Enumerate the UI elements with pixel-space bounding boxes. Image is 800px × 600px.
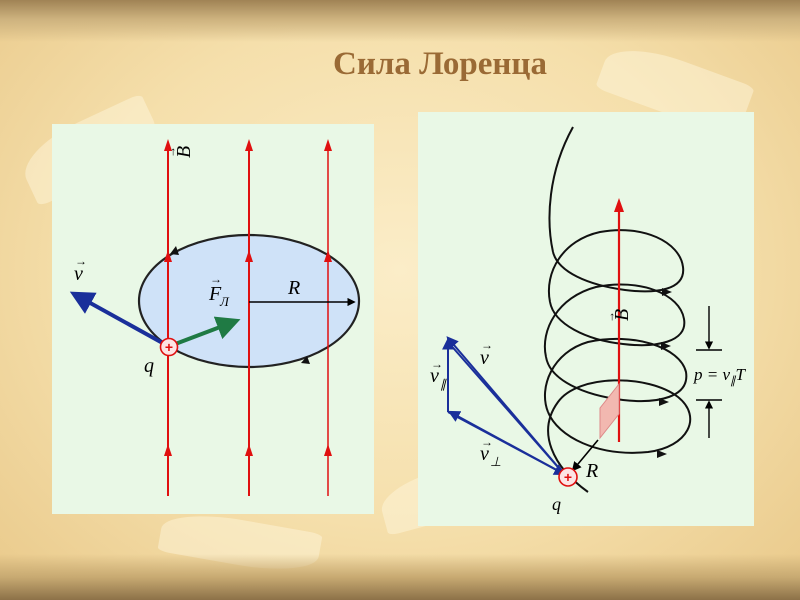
pitch-label: p = v∥T xyxy=(693,365,747,387)
force-label-subscript: Л xyxy=(219,294,230,309)
perpendicular-velocity-subscript: ⊥ xyxy=(490,454,501,469)
field-arrowhead xyxy=(324,139,332,151)
top-band xyxy=(0,0,800,42)
field-arrowhead xyxy=(324,444,332,456)
radius-label: R xyxy=(585,460,598,482)
velocity-label: v xyxy=(74,263,83,285)
lorentz-force-vector xyxy=(169,316,241,348)
vector-arrow-mark: → xyxy=(164,146,178,158)
helical-motion-svg: B → R v → v ∥ → v ⊥ → p = v∥T + q xyxy=(430,126,747,514)
perpendicular-velocity-label: v xyxy=(480,443,489,465)
vector-arrow-mark: → xyxy=(431,357,443,371)
radius-arrow xyxy=(571,439,599,472)
field-label: B xyxy=(611,309,633,321)
field-arrowhead xyxy=(245,139,253,151)
charge-label: q xyxy=(552,494,561,514)
field-arrowhead xyxy=(614,198,624,212)
vector-arrow-mark: → xyxy=(210,272,222,286)
orbit-direction-arrow xyxy=(301,356,310,364)
helix-direction-arrow xyxy=(662,288,672,296)
helix-direction-arrow xyxy=(661,342,671,350)
bottom-band xyxy=(0,554,800,600)
circular-motion-svg: R v → F Л → B → + q xyxy=(69,139,361,496)
vector-arrow-mark: → xyxy=(481,435,493,449)
orbit-direction-arrow xyxy=(170,246,179,255)
vector-arrow-mark: → xyxy=(75,254,87,268)
field-arrowhead xyxy=(245,250,253,262)
force-label: F xyxy=(208,283,222,305)
circular-motion-diagram: R v → F Л → B → + q xyxy=(52,124,374,514)
perpendicular-velocity-vector xyxy=(447,410,565,475)
helix-direction-arrow xyxy=(659,398,669,406)
slide-title: Сила Лоренца xyxy=(333,46,547,82)
velocity-label: v xyxy=(480,347,489,369)
field-arrowhead xyxy=(164,250,172,262)
radius-label: R xyxy=(287,277,300,299)
charge-label: q xyxy=(144,355,154,377)
helix-direction-arrow xyxy=(657,450,667,458)
field-arrowhead xyxy=(245,444,253,456)
vector-arrow-mark: → xyxy=(481,338,493,352)
charge-sign: + xyxy=(564,469,572,485)
charge-circle xyxy=(159,337,179,357)
field-label: B xyxy=(173,146,195,158)
radius-plane xyxy=(599,382,620,440)
helical-motion-diagram: B → R v → v ∥ → v ⊥ → p = v∥T + q xyxy=(418,112,754,526)
field-arrowhead xyxy=(164,139,172,151)
velocity-vector xyxy=(69,291,169,348)
field-arrowhead xyxy=(324,250,332,262)
parallel-velocity-label: v xyxy=(430,365,439,387)
vector-arrow-mark: → xyxy=(603,311,617,323)
charge-sign: + xyxy=(165,339,173,355)
charge-circle xyxy=(558,467,578,487)
field-arrowhead xyxy=(164,444,172,456)
helix-trajectory xyxy=(543,126,692,493)
velocity-vector-line xyxy=(447,341,565,475)
parallel-velocity-subscript: ∥ xyxy=(440,377,447,391)
